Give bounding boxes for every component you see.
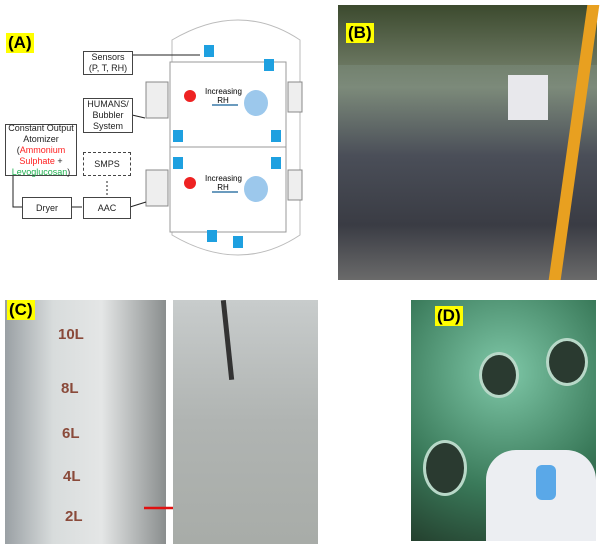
ammonium-text: Ammonium	[19, 144, 66, 155]
sensors-text: Sensors	[91, 52, 125, 62]
atomizer-text: Atomizer	[23, 133, 59, 144]
smps-box: SMPS	[83, 152, 131, 176]
paren: (	[16, 144, 20, 155]
increasing-text: Increasing	[205, 87, 242, 96]
beaker-tick-10l: 10L	[58, 326, 84, 343]
instrument-rack	[508, 75, 548, 120]
panel-b-lab-photo: (B)	[338, 5, 600, 280]
humans-text: Bubbler	[92, 110, 124, 120]
sensor-marker	[233, 236, 243, 248]
levoglucosan-text: Levoglucosan	[11, 166, 68, 177]
beaker-tick-6l: 6L	[62, 425, 80, 442]
sensor-marker	[271, 157, 281, 169]
sensor-marker	[173, 130, 183, 142]
sensors-box: Sensors(P, T, RH)	[83, 51, 133, 75]
dryer-text: Dryer	[36, 202, 58, 213]
sensor-marker	[264, 59, 274, 71]
aac-text: AAC	[97, 202, 117, 213]
smps-text: SMPS	[94, 158, 120, 169]
rh-text: RH	[217, 96, 229, 105]
increasing-text: Increasing	[205, 174, 242, 183]
panel-label-c: (C)	[7, 300, 35, 320]
panel-c-beaker-photo: (C) 10L 8L 6L 4L 2L	[5, 300, 166, 544]
paren: )	[67, 166, 71, 177]
rh-text: RH	[217, 183, 229, 192]
atomizer-text: Constant Output	[8, 122, 74, 133]
sensors-sub: (P, T, RH)	[88, 63, 128, 73]
beaker-tick-4l: 4L	[63, 468, 81, 485]
dryer-box: Dryer	[22, 197, 72, 219]
sensor-marker	[207, 230, 217, 242]
aac-box: AAC	[83, 197, 131, 219]
beaker-tick-2l: 2L	[65, 508, 83, 525]
panel-label-b: (B)	[346, 23, 374, 43]
sensor-marker	[271, 130, 281, 142]
panel-c-fog-photo	[173, 299, 318, 544]
port-hole	[423, 440, 467, 496]
humans-text: HUMANS/	[87, 99, 129, 109]
panel-d-chamber-photo: (D)	[411, 300, 596, 541]
sensor-marker	[204, 45, 214, 57]
plus: +	[54, 155, 63, 166]
sensor-marker	[173, 157, 183, 169]
tube	[220, 299, 235, 381]
tarp-cover	[338, 5, 597, 65]
humans-text: System	[92, 121, 123, 131]
port-hole	[479, 352, 519, 398]
sulphate-text: Sulphate	[19, 155, 55, 166]
chamber-schematic	[12, 19, 303, 256]
gloved-hand	[536, 465, 556, 500]
port-hole	[546, 338, 588, 386]
atomizer-box: Constant Output Atomizer (Ammonium Sulph…	[5, 122, 77, 177]
beaker-tick-8l: 8L	[61, 380, 79, 397]
panel-label-a: (A)	[6, 33, 34, 53]
panel-label-d: (D)	[435, 306, 463, 326]
